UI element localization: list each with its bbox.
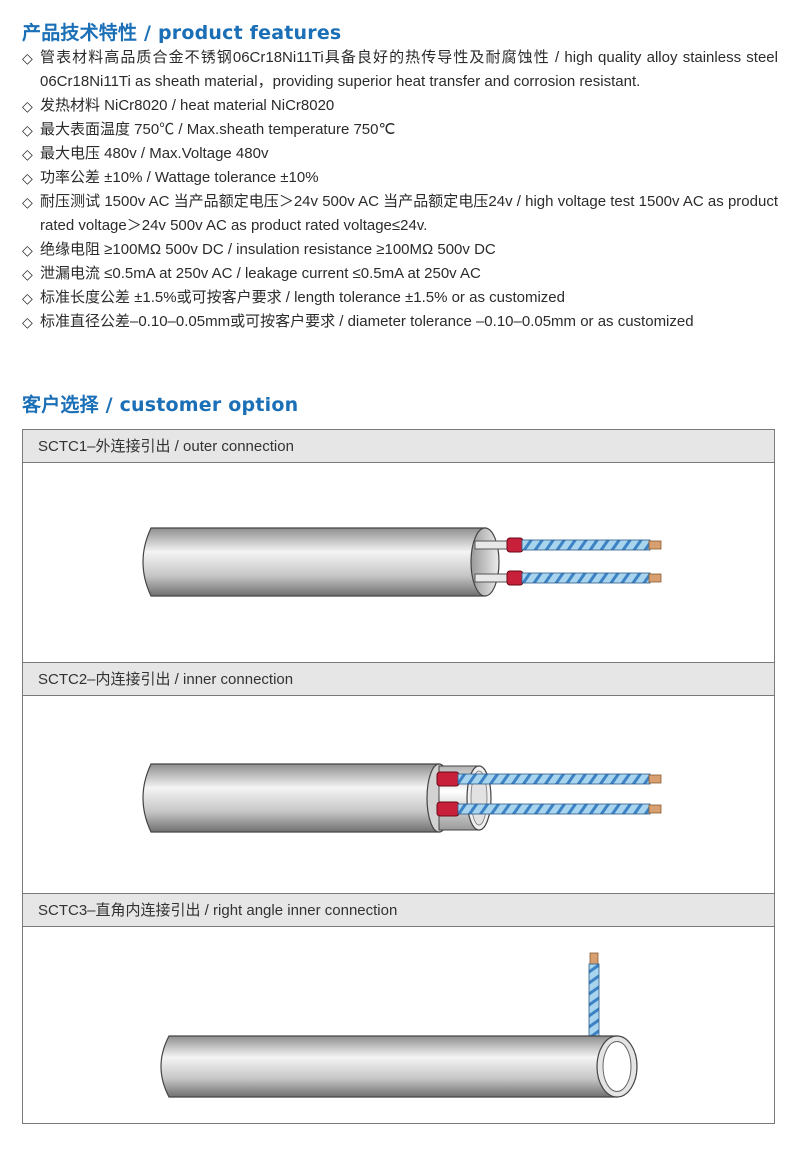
options-heading: 客户选择 / customer option bbox=[22, 394, 299, 416]
lead-wire-vertical bbox=[588, 952, 600, 1039]
feature-text: 绝缘电阻 ≥100MΩ 500v DC / insulation resista… bbox=[40, 241, 496, 258]
feature-text: 管表材料高品质合金不锈钢06Cr18Ni11Ti具备良好的热传导性及耐腐蚀性 /… bbox=[40, 49, 778, 90]
diamond-bullet-icon: ◇ bbox=[22, 98, 33, 114]
option-title: SCTC3–直角内连接引出 / right angle inner connec… bbox=[23, 894, 774, 927]
option-title: SCTC1–外连接引出 / outer connection bbox=[23, 430, 774, 463]
feature-item-leakage-current: ◇ 泄漏电流 ≤0.5mA at 250v AC / leakage curre… bbox=[22, 262, 778, 286]
option-illustration bbox=[23, 696, 774, 893]
feature-item-max-temperature: ◇ 最大表面温度 750℃ / Max.sheath temperature 7… bbox=[22, 118, 778, 142]
customer-options: SCTC1–外连接引出 / outer connection bbox=[22, 429, 775, 1124]
right-angle-connection-heater-illustration bbox=[160, 952, 638, 1098]
lead-wire-top bbox=[436, 771, 662, 787]
feature-item-insulation-resistance: ◇ 绝缘电阻 ≥100MΩ 500v DC / insulation resis… bbox=[22, 238, 778, 262]
diamond-bullet-icon: ◇ bbox=[22, 50, 33, 66]
outer-connection-heater-illustration bbox=[142, 527, 662, 597]
feature-item-high-voltage-test: ◇ 耐压测试 1500v AC 当产品额定电压＞24v 500v AC 当产品额… bbox=[22, 190, 778, 238]
diamond-bullet-icon: ◇ bbox=[22, 242, 33, 258]
feature-item-length-tolerance: ◇ 标准长度公差 ±1.5%或可按客户要求 / length tolerance… bbox=[22, 286, 778, 310]
lead-wire-bottom bbox=[474, 570, 662, 586]
diamond-bullet-icon: ◇ bbox=[22, 290, 33, 306]
feature-item-diameter-tolerance: ◇ 标准直径公差–0.10–0.05mm或可按客户要求 / diameter t… bbox=[22, 310, 778, 334]
features-list: ◇ 管表材料高品质合金不锈钢06Cr18Ni11Ti具备良好的热传导性及耐腐蚀性… bbox=[22, 46, 778, 334]
heater-sheath bbox=[142, 763, 452, 833]
lead-wire-top bbox=[474, 537, 662, 553]
diamond-bullet-icon: ◇ bbox=[22, 266, 33, 282]
feature-item-max-voltage: ◇ 最大电压 480v / Max.Voltage 480v bbox=[22, 142, 778, 166]
features-heading: 产品技术特性 / product features bbox=[22, 22, 342, 44]
feature-item-sheath-material: ◇ 管表材料高品质合金不锈钢06Cr18Ni11Ti具备良好的热传导性及耐腐蚀性… bbox=[22, 46, 778, 94]
option-title: SCTC2–内连接引出 / inner connection bbox=[23, 663, 774, 696]
option-panel-outer-connection: SCTC1–外连接引出 / outer connection bbox=[22, 429, 775, 662]
inner-connection-heater-illustration bbox=[142, 763, 662, 833]
diamond-bullet-icon: ◇ bbox=[22, 146, 33, 162]
option-panel-inner-connection: SCTC2–内连接引出 / inner connection bbox=[22, 662, 775, 893]
option-illustration bbox=[23, 463, 774, 662]
heater-sheath bbox=[160, 1035, 638, 1098]
feature-text: 最大表面温度 750℃ / Max.sheath temperature 750… bbox=[40, 121, 396, 138]
feature-item-heat-material: ◇ 发热材料 NiCr8020 / heat material NiCr8020 bbox=[22, 94, 778, 118]
diamond-bullet-icon: ◇ bbox=[22, 314, 33, 330]
feature-text: 最大电压 480v / Max.Voltage 480v bbox=[40, 145, 269, 162]
heater-sheath bbox=[142, 527, 500, 597]
diamond-bullet-icon: ◇ bbox=[22, 122, 33, 138]
feature-text: 标准直径公差–0.10–0.05mm或可按客户要求 / diameter tol… bbox=[40, 313, 694, 330]
feature-text: 泄漏电流 ≤0.5mA at 250v AC / leakage current… bbox=[40, 265, 481, 282]
option-panel-right-angle-connection: SCTC3–直角内连接引出 / right angle inner connec… bbox=[22, 893, 775, 1124]
feature-item-wattage-tolerance: ◇ 功率公差 ±10% / Wattage tolerance ±10% bbox=[22, 166, 778, 190]
feature-text: 发热材料 NiCr8020 / heat material NiCr8020 bbox=[40, 97, 335, 114]
feature-text: 功率公差 ±10% / Wattage tolerance ±10% bbox=[40, 169, 319, 186]
lead-wire-bottom bbox=[436, 801, 662, 817]
feature-text: 标准长度公差 ±1.5%或可按客户要求 / length tolerance ±… bbox=[40, 289, 565, 306]
diamond-bullet-icon: ◇ bbox=[22, 170, 33, 186]
option-illustration bbox=[23, 927, 774, 1123]
feature-text: 耐压测试 1500v AC 当产品额定电压＞24v 500v AC 当产品额定电… bbox=[40, 193, 778, 234]
diamond-bullet-icon: ◇ bbox=[22, 194, 33, 210]
